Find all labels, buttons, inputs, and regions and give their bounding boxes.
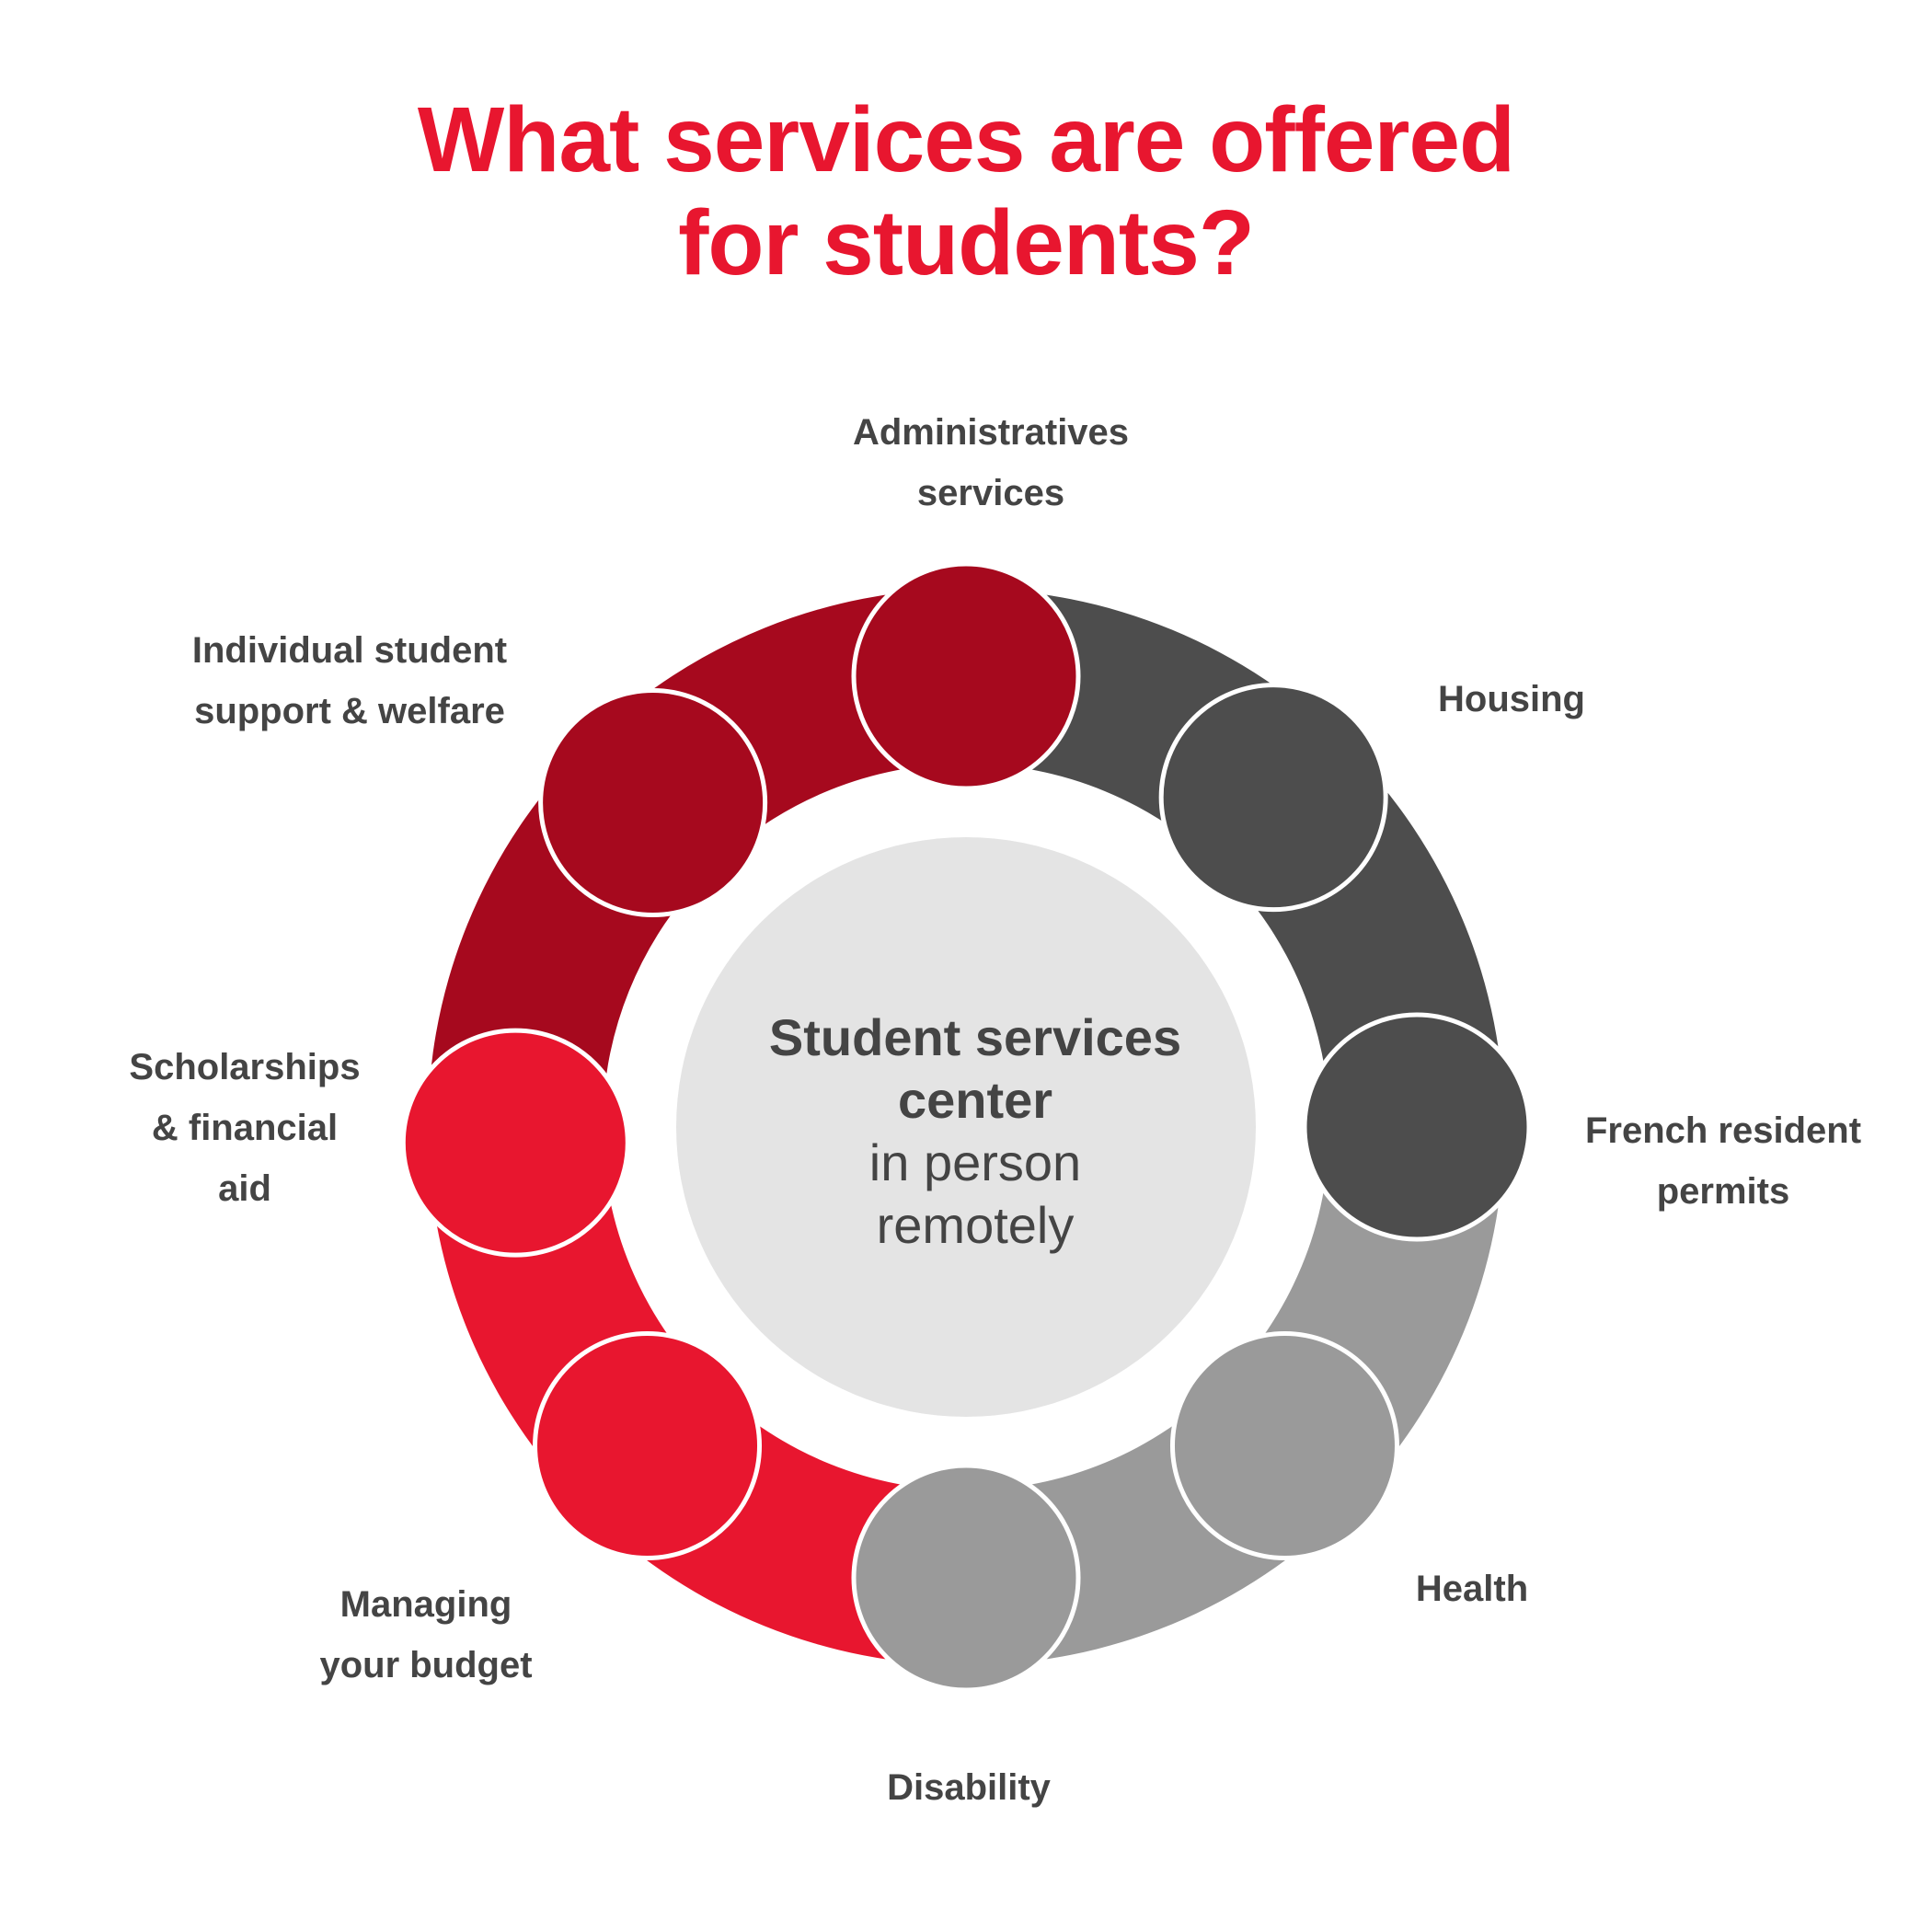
service-label-disability: Disability [887, 1757, 1051, 1818]
service-label-french-resident-permits: French resident permits [1585, 1100, 1861, 1222]
center-mode-remotely: remotely [876, 1196, 1075, 1254]
service-label-line: aid [218, 1168, 271, 1209]
service-label-individual-support: Individual student support & welfare [192, 620, 507, 742]
title-line-2: for students? [678, 191, 1255, 294]
service-label-line: Individual student [191, 630, 508, 671]
service-node-health [1169, 1330, 1399, 1560]
center-title-line-2: center [897, 1071, 1053, 1129]
center-title-line-1: Student services [768, 1008, 1182, 1066]
center-disc [676, 837, 1256, 1417]
service-label-managing-budget: Managing your budget [319, 1574, 532, 1696]
service-label-line: support & welfare [194, 691, 505, 731]
service-label-line: Administratives [852, 412, 1130, 453]
service-label-line: Health [1415, 1569, 1529, 1609]
center-mode-in-person: in person [868, 1133, 1082, 1191]
service-node-french-resident-permits [1302, 1012, 1532, 1242]
service-label-line: permits [1656, 1171, 1790, 1212]
service-nodes [400, 561, 1532, 1693]
service-label-line: Managing [339, 1584, 512, 1625]
service-node-individual-support [538, 688, 768, 918]
service-label-scholarships: Scholarships & financial aid [129, 1037, 360, 1219]
service-label-line: services [916, 473, 1065, 513]
service-node-managing-budget [533, 1330, 763, 1560]
service-node-scholarships [400, 1028, 630, 1258]
service-label-line: Disability [887, 1767, 1051, 1808]
service-label-line: Scholarships [129, 1047, 361, 1087]
center-label: Student services center in person remote… [769, 1006, 1181, 1257]
page-title: What services are offered for students? [0, 88, 1932, 294]
service-label-health: Health [1416, 1558, 1528, 1619]
service-label-line: & financial [151, 1108, 339, 1148]
service-node-administrative [851, 561, 1081, 791]
service-label-housing: Housing [1438, 669, 1585, 730]
service-node-disability [851, 1463, 1081, 1693]
service-label-line: Housing [1438, 679, 1585, 719]
service-node-housing [1158, 683, 1388, 913]
service-label-line: your budget [319, 1645, 533, 1685]
service-label-administrative: Administratives services [853, 402, 1129, 523]
title-line-1: What services are offered [417, 88, 1515, 191]
service-label-line: French resident [1584, 1110, 1862, 1151]
